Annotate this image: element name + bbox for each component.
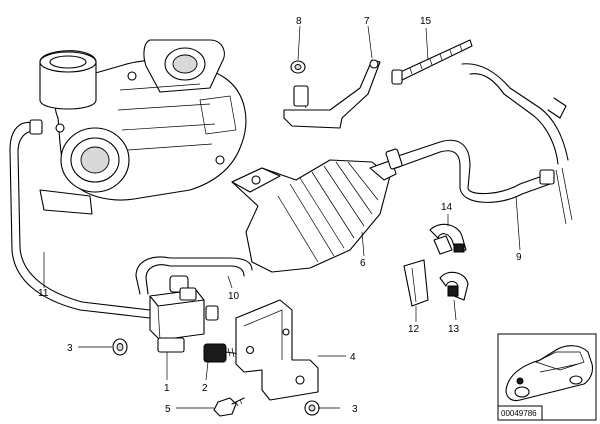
turbocharger — [39, 39, 247, 215]
bracket — [235, 299, 319, 401]
nut-8 — [290, 60, 306, 74]
callout-11: 11 — [38, 288, 49, 299]
callout-10: 10 — [228, 291, 240, 302]
callout-6: 6 — [360, 258, 366, 269]
vehicle-inset: 00049786 — [497, 333, 597, 421]
callout-14: 14 — [441, 202, 453, 213]
leader-lines — [43, 25, 521, 409]
pressure-converter — [149, 275, 219, 353]
holder-7 — [283, 59, 381, 129]
cable-tie — [391, 39, 473, 85]
callout-1: 1 — [164, 383, 170, 394]
nut-left — [112, 338, 128, 356]
vacuum-hose-9 — [385, 63, 573, 225]
callout-9: 9 — [516, 252, 522, 263]
callout-12: 12 — [408, 324, 420, 335]
hose-clamp-13 — [439, 271, 469, 301]
callout-3-left: 3 — [67, 343, 73, 354]
rubber-mount — [203, 343, 241, 363]
hose-clamp-14 — [429, 223, 467, 255]
callout-3-right: 3 — [352, 404, 358, 415]
car-silhouette-icon — [505, 345, 594, 402]
diagram-id-label: 00049786 — [501, 409, 537, 418]
vacuum-reservoir — [231, 159, 397, 273]
callout-2: 2 — [202, 383, 208, 394]
callout-4: 4 — [350, 352, 356, 363]
bolt — [213, 397, 245, 417]
hose-clamp-12 — [403, 259, 429, 307]
callout-7: 7 — [364, 16, 370, 27]
nut-right — [304, 400, 320, 416]
vacuum-hose-11 — [9, 119, 151, 319]
vacuum-hose-10 — [135, 256, 253, 295]
callout-15: 15 — [420, 16, 432, 27]
callout-5: 5 — [165, 404, 171, 415]
callout-labels: 1 2 3 3 4 5 6 7 8 9 10 11 12 13 14 15 — [38, 16, 522, 415]
callout-13: 13 — [448, 324, 460, 335]
callout-8: 8 — [296, 16, 302, 27]
